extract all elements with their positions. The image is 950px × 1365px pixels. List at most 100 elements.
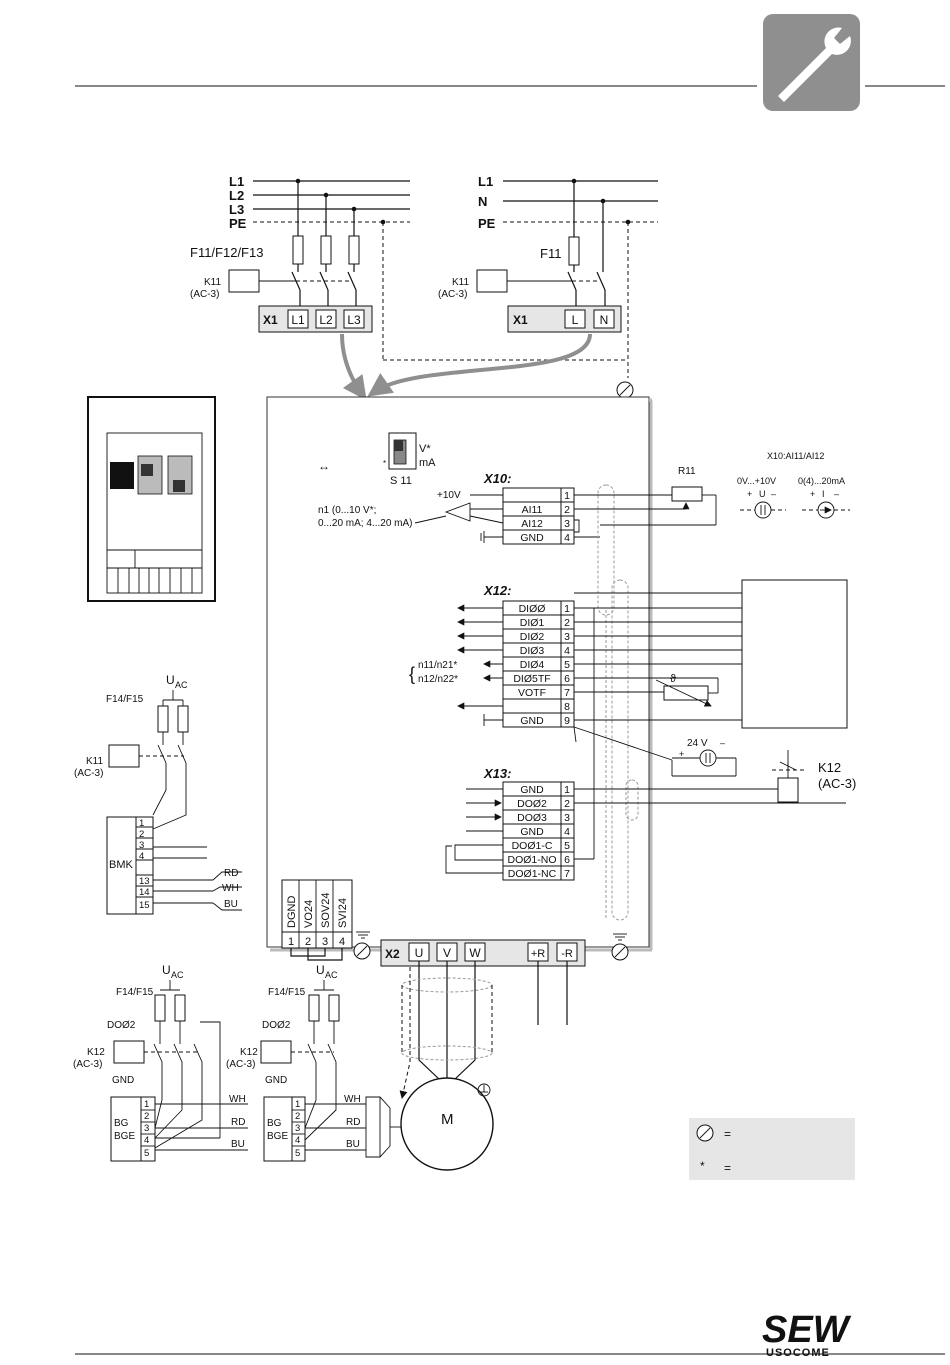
svg-text:U: U (166, 673, 175, 687)
mains-3phase: L1 L2 L3 PE F11/F12/F13 K11 (AC-3) X1 (190, 174, 628, 361)
svg-text:(AC-3): (AC-3) (73, 1059, 102, 1070)
svg-text:L2: L2 (319, 313, 333, 327)
svg-text:=: = (724, 1127, 731, 1141)
svg-text:AI12: AI12 (521, 518, 543, 530)
x12-title: X12: (483, 583, 511, 598)
svg-text:n1 (0...10 V*;: n1 (0...10 V*; (318, 505, 376, 516)
svg-text:3: 3 (564, 518, 570, 530)
terminal-x10: X10: AI11 AI12 GND 1 2 3 4 +10V n1 (0...… (318, 451, 850, 545)
svg-text:GND: GND (265, 1075, 287, 1086)
svg-text:I: I (822, 489, 825, 499)
svg-text:GND: GND (520, 826, 544, 838)
svg-text:SEW: SEW (762, 1309, 852, 1351)
svg-text:F14/F15: F14/F15 (116, 987, 154, 998)
svg-text:=: = (724, 1161, 731, 1175)
svg-text:AI11: AI11 (522, 504, 543, 516)
svg-text:+: + (747, 489, 752, 499)
svg-text:SVI24: SVI24 (337, 898, 349, 928)
svg-text:X1: X1 (263, 313, 278, 327)
led-panel (87, 396, 216, 602)
svg-text:R11: R11 (678, 466, 696, 477)
svg-text:8: 8 (564, 701, 570, 713)
svg-text:X10:AI11/AI12: X10:AI11/AI12 (767, 451, 824, 461)
svg-text:L3: L3 (347, 313, 361, 327)
x13-rows: GND DOØ2 DOØ3 GND DOØ1-C DOØ1-NO DOØ1-NC… (502, 781, 575, 881)
svg-text:U: U (316, 963, 325, 977)
svg-text:3: 3 (144, 1123, 149, 1134)
svg-text:F14/F15: F14/F15 (106, 694, 144, 705)
svg-text:GND: GND (520, 715, 544, 727)
svg-text:9: 9 (564, 715, 570, 727)
svg-text:1: 1 (144, 1099, 149, 1110)
svg-text:6: 6 (564, 673, 570, 685)
svg-text:BMK: BMK (109, 859, 134, 871)
svg-text:7: 7 (564, 687, 570, 699)
svg-text:1: 1 (564, 784, 570, 796)
svg-text:V: V (443, 946, 451, 960)
svg-text:U: U (759, 489, 766, 499)
svg-text:BU: BU (346, 1139, 360, 1150)
svg-text:+: + (679, 749, 684, 759)
svg-text:DOØ1-NO: DOØ1-NO (507, 854, 556, 866)
x12-rows: DIØØ DIØ1 DIØ2 DIØ3 DIØ4 DIØ5TF VOTF GND… (502, 600, 575, 728)
svg-text:13: 13 (139, 876, 150, 887)
svg-text:BG: BG (114, 1118, 129, 1129)
svg-text:+R: +R (531, 948, 545, 960)
svg-text:2: 2 (305, 936, 311, 948)
svg-text:V*: V* (419, 443, 431, 455)
svg-text:4: 4 (564, 826, 570, 838)
svg-text:5: 5 (144, 1148, 149, 1159)
svg-text:*: * (383, 459, 386, 468)
mains-1phase: L1 N PE F11 K11 (AC-3) X1 L N (438, 174, 658, 378)
supply-24v-icon (699, 749, 717, 767)
svg-text:15: 15 (139, 900, 150, 911)
svg-text:3: 3 (295, 1123, 300, 1134)
svg-text:W: W (469, 946, 481, 960)
svg-text:K11: K11 (86, 756, 103, 767)
terminal-x2: X2 U V W +R -R (380, 939, 586, 1025)
svg-text:5: 5 (564, 840, 570, 852)
switch-s11: V* mA S 11 * ↔ (318, 432, 436, 487)
terminal-x12: X12: DIØØ DIØ1 DIØ2 DIØ3 DIØ4 DIØ (409, 579, 848, 777)
svg-text:ϑ: ϑ (670, 673, 676, 685)
svg-text:DGND: DGND (286, 896, 298, 928)
svg-text:*: * (700, 1159, 705, 1173)
terminal-x13: X13: GND DOØ2 DOØ3 GND DOØ1-C DOØ1-NO DO… (445, 608, 856, 881)
svg-text:-R: -R (561, 948, 573, 960)
svg-text:K11: K11 (452, 277, 469, 288)
svg-text:WH: WH (229, 1094, 246, 1105)
potentiometer-r11 (671, 486, 703, 502)
svg-text:DIØ1: DIØ1 (520, 617, 545, 629)
svg-text:DOØ2: DOØ2 (107, 1020, 136, 1031)
svg-text:RD: RD (224, 868, 238, 879)
svg-text:BU: BU (224, 899, 238, 910)
x1-3ph-feed-arrow (340, 333, 367, 401)
fuse-f12 (320, 235, 332, 265)
contactor-k11-1ph (476, 269, 508, 293)
svg-text:6: 6 (564, 854, 570, 866)
svg-text:U: U (162, 963, 171, 977)
svg-text:1: 1 (564, 603, 570, 615)
svg-text:2: 2 (295, 1111, 300, 1122)
mains3-l3-label: L3 (229, 202, 244, 217)
svg-text:{: { (409, 664, 415, 684)
svg-text:(AC-3): (AC-3) (190, 289, 219, 300)
svg-text:K11: K11 (204, 277, 221, 288)
svg-text:4: 4 (339, 936, 345, 948)
svg-text:3: 3 (322, 936, 328, 948)
svg-text:AC: AC (171, 970, 184, 980)
brake-rectifier-1: U AC F14/F15 DOØ2 K12 (AC-3) GND BG BGE … (73, 963, 248, 1162)
svg-text:BG: BG (267, 1118, 282, 1129)
svg-text:DIØØ: DIØØ (519, 603, 546, 615)
svg-text:RD: RD (231, 1117, 245, 1128)
svg-text:VOTF: VOTF (518, 687, 546, 699)
svg-text:4: 4 (564, 532, 570, 544)
svg-text:DIØ4: DIØ4 (520, 659, 545, 671)
svg-text:0V...+10V: 0V...+10V (737, 476, 776, 486)
svg-text:2: 2 (139, 829, 144, 840)
fuse-f13 (348, 235, 360, 265)
svg-text:X1: X1 (513, 313, 528, 327)
plc-control-box (741, 579, 848, 729)
x10-rows: AI11 AI12 GND 1 2 3 4 (502, 487, 575, 545)
